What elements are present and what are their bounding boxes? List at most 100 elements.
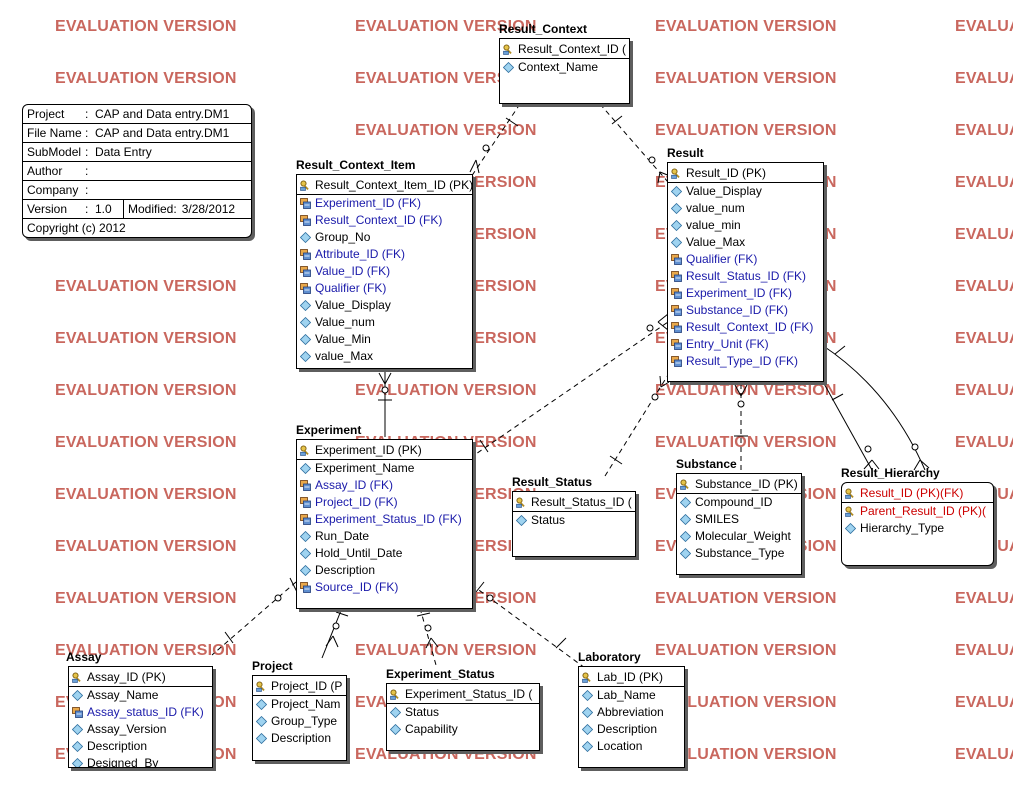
watermark-text: EVALUATION VERSION: [655, 382, 837, 399]
entity-attribute-row[interactable]: Result_Context_ID (FK): [297, 212, 472, 229]
key-divider: [842, 502, 993, 503]
attribute-name: Substance_ID (FK): [686, 303, 789, 317]
entity-attribute-row[interactable]: Abbreviation: [579, 704, 684, 721]
entity-attribute-row[interactable]: Substance_ID (FK): [668, 302, 823, 319]
entity-attribute-row[interactable]: Assay_Version: [69, 721, 212, 738]
attribute-name: Description: [87, 739, 148, 753]
entity-attribute-row[interactable]: Compound_ID: [677, 494, 801, 511]
entity-attribute-row[interactable]: Assay_Name: [69, 687, 212, 704]
entity-attribute-row[interactable]: Experiment_Name: [297, 460, 472, 477]
entity-attribute-row[interactable]: Assay_status_ID (FK): [69, 704, 212, 721]
primary-key-icon: [680, 479, 691, 490]
entity-result-hierarchy[interactable]: Result_ID (PK)(FK)Parent_Result_ID (PK)(…: [841, 482, 994, 566]
info-row-filename: File Name: CAP and Data entry.DM1: [23, 124, 251, 143]
info-row-copyright: Copyright (c) 2012: [23, 219, 251, 237]
attribute-diamond-icon: [582, 707, 593, 718]
entity-attribute-row[interactable]: Value_Display: [297, 297, 472, 314]
entity-attribute-row[interactable]: Result_Context_ID (FK): [668, 319, 823, 336]
entity-attribute-row[interactable]: Attribute_ID (FK): [297, 246, 472, 263]
entity-title-result-hierarchy: Result_Hierarchy: [841, 466, 940, 480]
entity-attribute-row[interactable]: Assay_ID (PK): [69, 667, 212, 686]
entity-attribute-row[interactable]: Value_Min: [297, 331, 472, 348]
info-modified-label: Modified:: [123, 200, 177, 218]
entity-attribute-row[interactable]: Experiment_Status_ID (FK): [297, 511, 472, 528]
entity-attribute-row[interactable]: Project_Nam: [253, 696, 346, 713]
attribute-name: Qualifier (FK): [315, 281, 387, 295]
attribute-diamond-icon: [300, 531, 311, 542]
entity-attribute-row[interactable]: Qualifier (FK): [297, 280, 472, 297]
entity-result-status[interactable]: Result_Status_ID (Status: [512, 491, 636, 557]
entity-attribute-row[interactable]: Lab_Name: [579, 687, 684, 704]
entity-attribute-row[interactable]: Project_ID (P: [253, 676, 346, 695]
attribute-name: Experiment_ID (FK): [315, 196, 422, 210]
entity-attribute-row[interactable]: Result_Context_ID (: [500, 39, 629, 58]
entity-attribute-row[interactable]: Description: [253, 730, 346, 747]
entity-attribute-row[interactable]: value_Max: [297, 348, 472, 365]
entity-attribute-row[interactable]: Substance_Type: [677, 545, 801, 562]
entity-attribute-row[interactable]: Project_ID (FK): [297, 494, 472, 511]
entity-attribute-row[interactable]: Experiment_Status_ID (: [387, 684, 539, 703]
entity-attribute-row[interactable]: Context_Name: [500, 59, 629, 76]
entity-attribute-row[interactable]: Location: [579, 738, 684, 755]
entity-attribute-row[interactable]: Value_Display: [668, 183, 823, 200]
watermark-text: EVALUATION VERSION: [55, 70, 237, 87]
entity-attribute-row[interactable]: Substance_ID (PK): [677, 474, 801, 493]
entity-attribute-row[interactable]: value_num: [668, 200, 823, 217]
entity-attribute-row[interactable]: Description: [69, 738, 212, 755]
entity-attribute-row[interactable]: Status: [513, 512, 635, 529]
attribute-name: Result_Context_ID (: [518, 42, 627, 56]
entity-attribute-row[interactable]: Group_Type: [253, 713, 346, 730]
entity-attribute-row[interactable]: Description: [579, 721, 684, 738]
entity-attribute-row[interactable]: Entry_Unit (FK): [668, 336, 823, 353]
entity-attribute-row[interactable]: Source_ID (FK): [297, 579, 472, 596]
entity-attribute-row[interactable]: Result_ID (PK)(FK): [842, 483, 993, 502]
attribute-name: Experiment_Status_ID (FK): [315, 512, 462, 526]
entity-attribute-row[interactable]: Capability: [387, 721, 539, 738]
entity-attribute-row[interactable]: Group_No: [297, 229, 472, 246]
key-divider: [387, 703, 539, 704]
entity-attribute-row[interactable]: Hold_Until_Date: [297, 545, 472, 562]
watermark-text: EVALUATION VERSION: [355, 642, 537, 659]
entity-attribute-row[interactable]: SMILES: [677, 511, 801, 528]
foreign-key-icon: [671, 322, 682, 333]
entity-result-context-item[interactable]: Result_Context_Item_ID (PK) Experiment_ID…: [296, 174, 473, 369]
entity-attribute-row[interactable]: Designed_By: [69, 755, 212, 767]
entity-title-result-status: Result_Status: [512, 475, 593, 489]
entity-attribute-row[interactable]: Parent_Result_ID (PK)(: [842, 503, 993, 520]
entity-attribute-row[interactable]: Experiment_ID (FK): [668, 285, 823, 302]
entity-attribute-row[interactable]: Value_num: [297, 314, 472, 331]
entity-attribute-row[interactable]: Lab_ID (PK): [579, 667, 684, 686]
entity-attribute-row[interactable]: Result_Context_Item_ID (PK): [297, 175, 472, 194]
entity-attribute-row[interactable]: Experiment_ID (PK): [297, 440, 472, 459]
entity-attribute-row[interactable]: Value_ID (FK): [297, 263, 472, 280]
entity-attribute-row[interactable]: Experiment_ID (FK): [297, 195, 472, 212]
entity-attribute-row[interactable]: Description: [297, 562, 472, 579]
entity-title-result-context: Result_Context: [499, 22, 588, 36]
entity-attribute-row[interactable]: Hierarchy_Type: [842, 520, 993, 537]
entity-attribute-row[interactable]: value_min: [668, 217, 823, 234]
entity-attribute-row[interactable]: Result_Type_ID (FK): [668, 353, 823, 370]
attribute-name: Group_Type: [271, 714, 338, 728]
attribute-name: Result_Context_Item_ID (PK): [315, 178, 473, 192]
entity-attribute-row[interactable]: Value_Max: [668, 234, 823, 251]
entity-attribute-row[interactable]: Result_Status_ID (FK): [668, 268, 823, 285]
entity-attribute-row[interactable]: Qualifier (FK): [668, 251, 823, 268]
info-label: File Name: [27, 126, 82, 140]
entity-attribute-row[interactable]: Result_Status_ID (: [513, 492, 635, 511]
entity-attribute-row[interactable]: Result_ID (PK): [668, 163, 823, 182]
attribute-name: Project_ID (FK): [315, 495, 398, 509]
entity-result-context[interactable]: Result_Context_ID ( Context_Name: [499, 38, 630, 104]
watermark-text: EVALUATION VERSION: [955, 70, 1013, 87]
entity-attribute-row[interactable]: Status: [387, 704, 539, 721]
watermark-text: EVALUATION VERSION: [55, 18, 237, 35]
entity-attribute-row[interactable]: Molecular_Weight: [677, 528, 801, 545]
entity-attribute-row[interactable]: Run_Date: [297, 528, 472, 545]
entity-attribute-row[interactable]: Assay_ID (FK): [297, 477, 472, 494]
